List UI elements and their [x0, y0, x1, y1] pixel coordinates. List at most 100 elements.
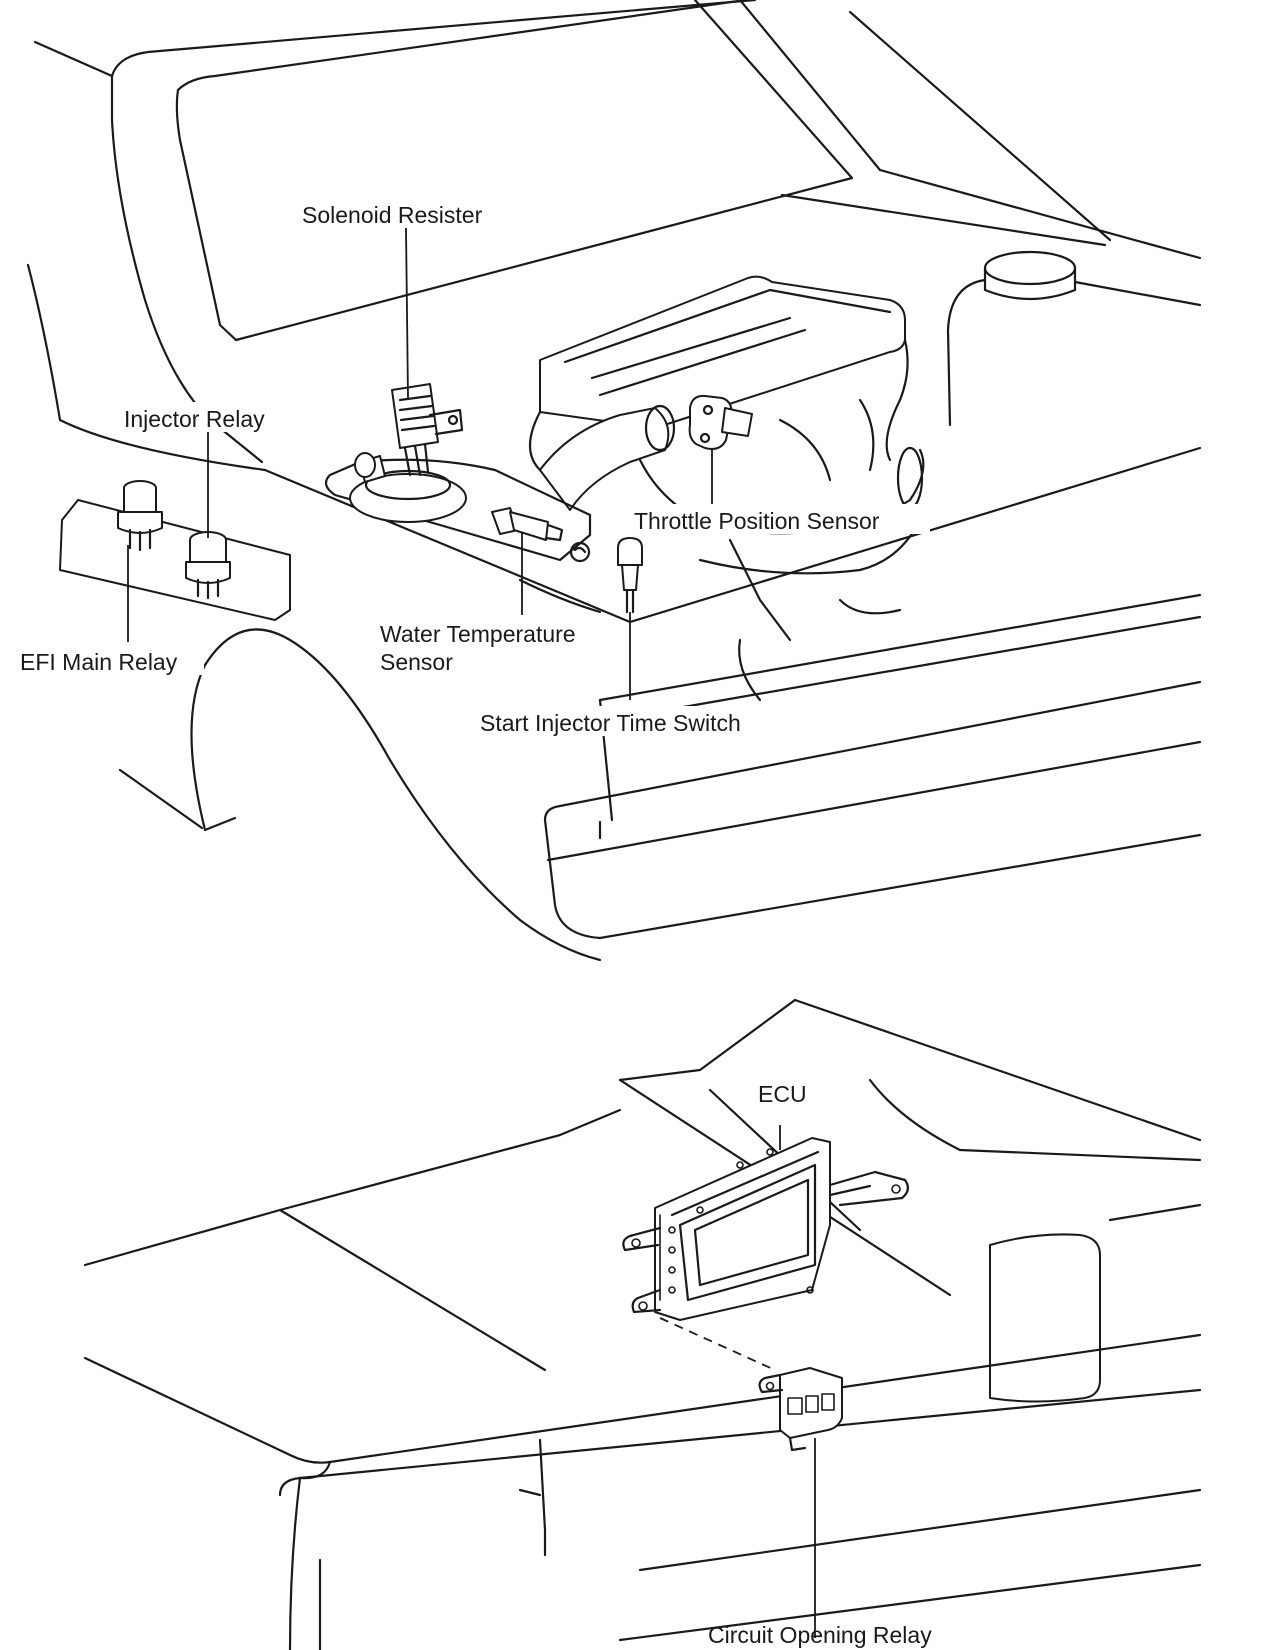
tps-screw-1 [702, 404, 714, 416]
label-water-temperature-sensor-line1: Water Temperature [380, 621, 576, 647]
plenum-rib-2 [598, 328, 807, 397]
grille-line [653, 615, 1202, 714]
rear-panel-top [328, 1333, 1202, 1464]
rear-panel-left [83, 1356, 332, 1464]
trunk-illustration [83, 998, 1202, 1650]
ecu-hole-3 [668, 1266, 676, 1274]
strut-dome-side [983, 266, 1077, 301]
injector-relay-pins [196, 578, 220, 600]
label-bg-start-injector [478, 706, 798, 736]
front-panel-line [518, 578, 602, 614]
ecu-bracket-right-hole [891, 1184, 901, 1194]
throttle-position-sensor-body [688, 394, 733, 450]
solenoid-resister-bolt [447, 414, 459, 426]
label-bg-tps [632, 504, 930, 534]
windshield-top-frame [176, 0, 747, 92]
ecu-bracket-left-bottom [631, 1288, 662, 1314]
wheel-arch-tip [203, 816, 237, 832]
bumper-front [543, 818, 1202, 940]
water-temp-clip-mark [573, 546, 587, 554]
a-pillar [738, 0, 882, 172]
ecu-bracket-right-rib [828, 1184, 872, 1197]
circuit-opening-relay-socket-2 [805, 1395, 819, 1413]
label-throttle-position-sensor: Throttle Position Sensor [634, 508, 880, 534]
label-solenoid-resister: Solenoid Resister [302, 202, 483, 228]
label-bg-injector [122, 402, 292, 432]
circuit-opening-relay-socket-3 [821, 1393, 835, 1411]
label-injector-relay: Injector Relay [124, 406, 265, 432]
quarter-panel-top [868, 1078, 1202, 1162]
intake-pipe-flange [644, 404, 676, 452]
circuit-opening-relay-tab [758, 1373, 784, 1394]
fender-lower-edge [118, 768, 204, 830]
ecu-bracket-left-bottom-hole [638, 1301, 648, 1311]
water-temp-sensor-clip [569, 541, 591, 563]
cowl-top-edge [110, 0, 757, 78]
ecu-hole-7 [696, 1206, 704, 1214]
label-efi-main-relay: EFI Main Relay [20, 649, 178, 675]
tail-light [989, 1233, 1101, 1403]
license-plate-top-left [518, 1488, 542, 1497]
label-bg-circuit [706, 1640, 976, 1650]
efi-main-relay-pins [128, 528, 152, 552]
labels: Solenoid Resister Injector Relay Throttl… [18, 198, 976, 1650]
engine-detail-2 [858, 398, 875, 472]
engine-bracket [728, 538, 792, 642]
license-plate-left [538, 1438, 547, 1557]
hose-fitting [354, 452, 376, 478]
trunk-lid-right-top [793, 998, 1202, 1142]
ecu-bracket-left-top-hole [631, 1238, 641, 1248]
ecu-top-edge [670, 1150, 820, 1217]
ecu-relay-dashed-link [659, 1317, 776, 1371]
bumper-crease [546, 740, 1202, 862]
rear-bumper-top [278, 1388, 1202, 1497]
ecu-face-panel [693, 1178, 810, 1287]
plenum-left-end [529, 410, 542, 472]
grille-curve [738, 638, 762, 702]
bumper-lower-line-2 [618, 1563, 1202, 1642]
intake-plenum-top [539, 275, 906, 429]
rear-deck-line-1 [83, 1133, 562, 1267]
hood-front-edge [628, 446, 1202, 624]
water-temp-sensor-body [509, 511, 549, 541]
fender-top-line [110, 74, 264, 464]
circuit-opening-relay-body [779, 1367, 843, 1439]
efi-main-relay-base [117, 511, 163, 534]
engine-bay-illustration [26, 0, 1202, 962]
ecu-hole-5 [736, 1161, 744, 1169]
roof-edge [848, 10, 1112, 242]
ecu-hole-2 [668, 1246, 676, 1254]
circuit-opening-relay-tab-hole [765, 1381, 775, 1391]
plenum-rib-1 [590, 316, 792, 380]
intake-pipe [539, 407, 670, 511]
fender-crease [26, 263, 632, 624]
label-water-temperature-sensor-line2: Sensor [380, 649, 453, 675]
radiator-support [324, 458, 592, 562]
label-bg-water-temp [378, 618, 618, 678]
leader-solenoid-resister [405, 227, 409, 399]
trunk-lid-left-seam [278, 1208, 547, 1372]
throttle-position-sensor-connector [721, 407, 753, 437]
relay-mounting-panel [59, 499, 291, 621]
circuit-opening-relay-foot [788, 1436, 807, 1452]
plenum-right-end [885, 338, 909, 462]
engine-oil-pan [838, 598, 902, 615]
injector-relay-base [185, 561, 231, 584]
ecu-bracket-left-top [622, 1226, 662, 1252]
reservoir-cap-top [364, 469, 452, 501]
leader-lines [127, 227, 816, 1638]
ecu-hole-8 [806, 1286, 814, 1294]
label-circuit-opening-relay: Circuit Opening Relay [708, 1622, 932, 1648]
rear-bumper-left [288, 1476, 302, 1650]
headlight-top [598, 593, 1202, 702]
cowl-panel-line [780, 193, 1107, 247]
label-bg-solenoid [300, 198, 512, 228]
ecu-hole-4 [668, 1286, 676, 1294]
bumper-top [543, 680, 1202, 822]
cowl-right-edge [878, 168, 1202, 260]
quarter-panel-edge [1108, 1203, 1202, 1222]
start-injector-switch-stem [625, 588, 635, 614]
solenoid-resister-wires [403, 442, 430, 477]
